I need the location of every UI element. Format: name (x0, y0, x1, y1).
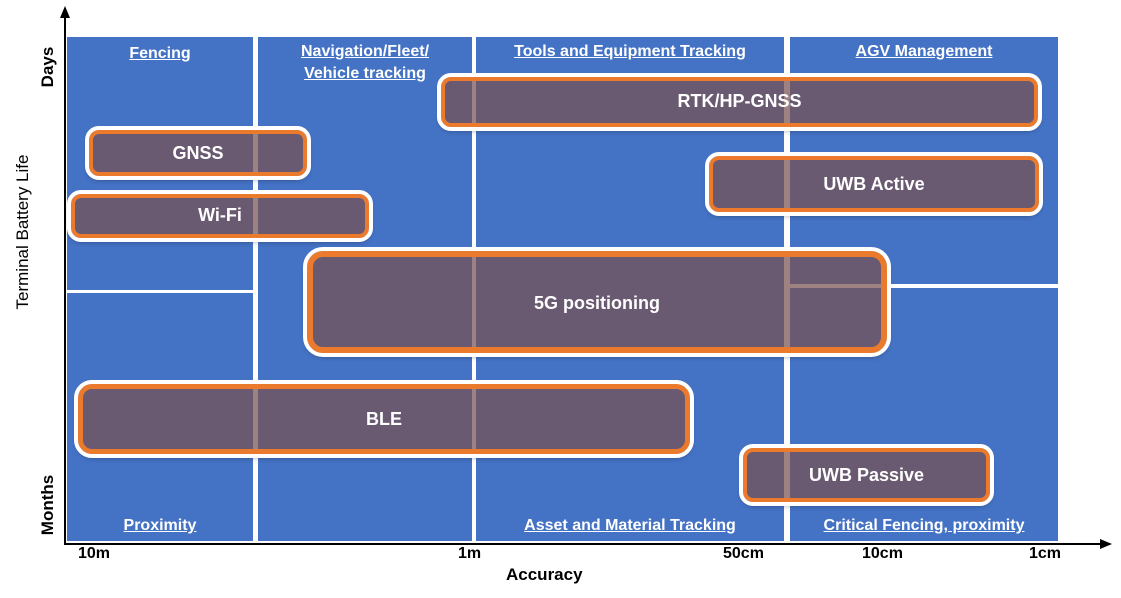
y-axis-title: Terminal Battery Life (13, 154, 32, 310)
tech-box-5g (303, 247, 891, 357)
x-tick-10cm: 10cm (862, 545, 903, 562)
tech-label-rtk: RTK/HP-GNSS (677, 91, 802, 111)
tech-label-wifi: Wi-Fi (198, 205, 242, 225)
tech-box-ble (74, 380, 694, 458)
tech-box-uwb-active (705, 152, 1043, 216)
tech-label-ble: BLE (366, 409, 402, 429)
zone-label-proximity: Proximity (123, 517, 197, 534)
zone-label-fencing: Fencing (129, 45, 191, 62)
zone-label-critical: Critical Fencing, proximity (823, 517, 1025, 534)
tech-label-5g: 5G positioning (534, 293, 660, 313)
tech-box-wifi (67, 190, 373, 242)
tech-label-uwb-passive: UWB Passive (808, 465, 925, 485)
tech-label-uwb-active: UWB Active (823, 174, 925, 194)
y-axis-bottom-label: Months (38, 474, 57, 536)
x-tick-50cm: 50cm (723, 545, 764, 562)
y-axis-arrow (60, 6, 70, 18)
zone-label-asset: Asset and Material Tracking (524, 517, 736, 534)
tech-label-gnss: GNSS (172, 143, 224, 163)
tech-box-rtk (437, 73, 1042, 131)
x-tick-10m: 10m (78, 545, 111, 562)
tech-box-gnss (85, 126, 311, 180)
x-axis-title: Accuracy (506, 565, 583, 584)
y-axis-top-label: Days (38, 46, 57, 88)
zone-label-navigation: Navigation/Fleet/ Vehicle tracking (300, 43, 430, 82)
x-tick-1cm: 1cm (1029, 545, 1062, 562)
zone-label-tools: Tools and Equipment Tracking (514, 43, 746, 60)
tech-box-uwb-passive (739, 444, 994, 506)
x-axis-arrow (1100, 539, 1112, 549)
zone-label-agv: AGV Management (855, 43, 993, 60)
x-tick-1m: 1m (458, 545, 482, 562)
